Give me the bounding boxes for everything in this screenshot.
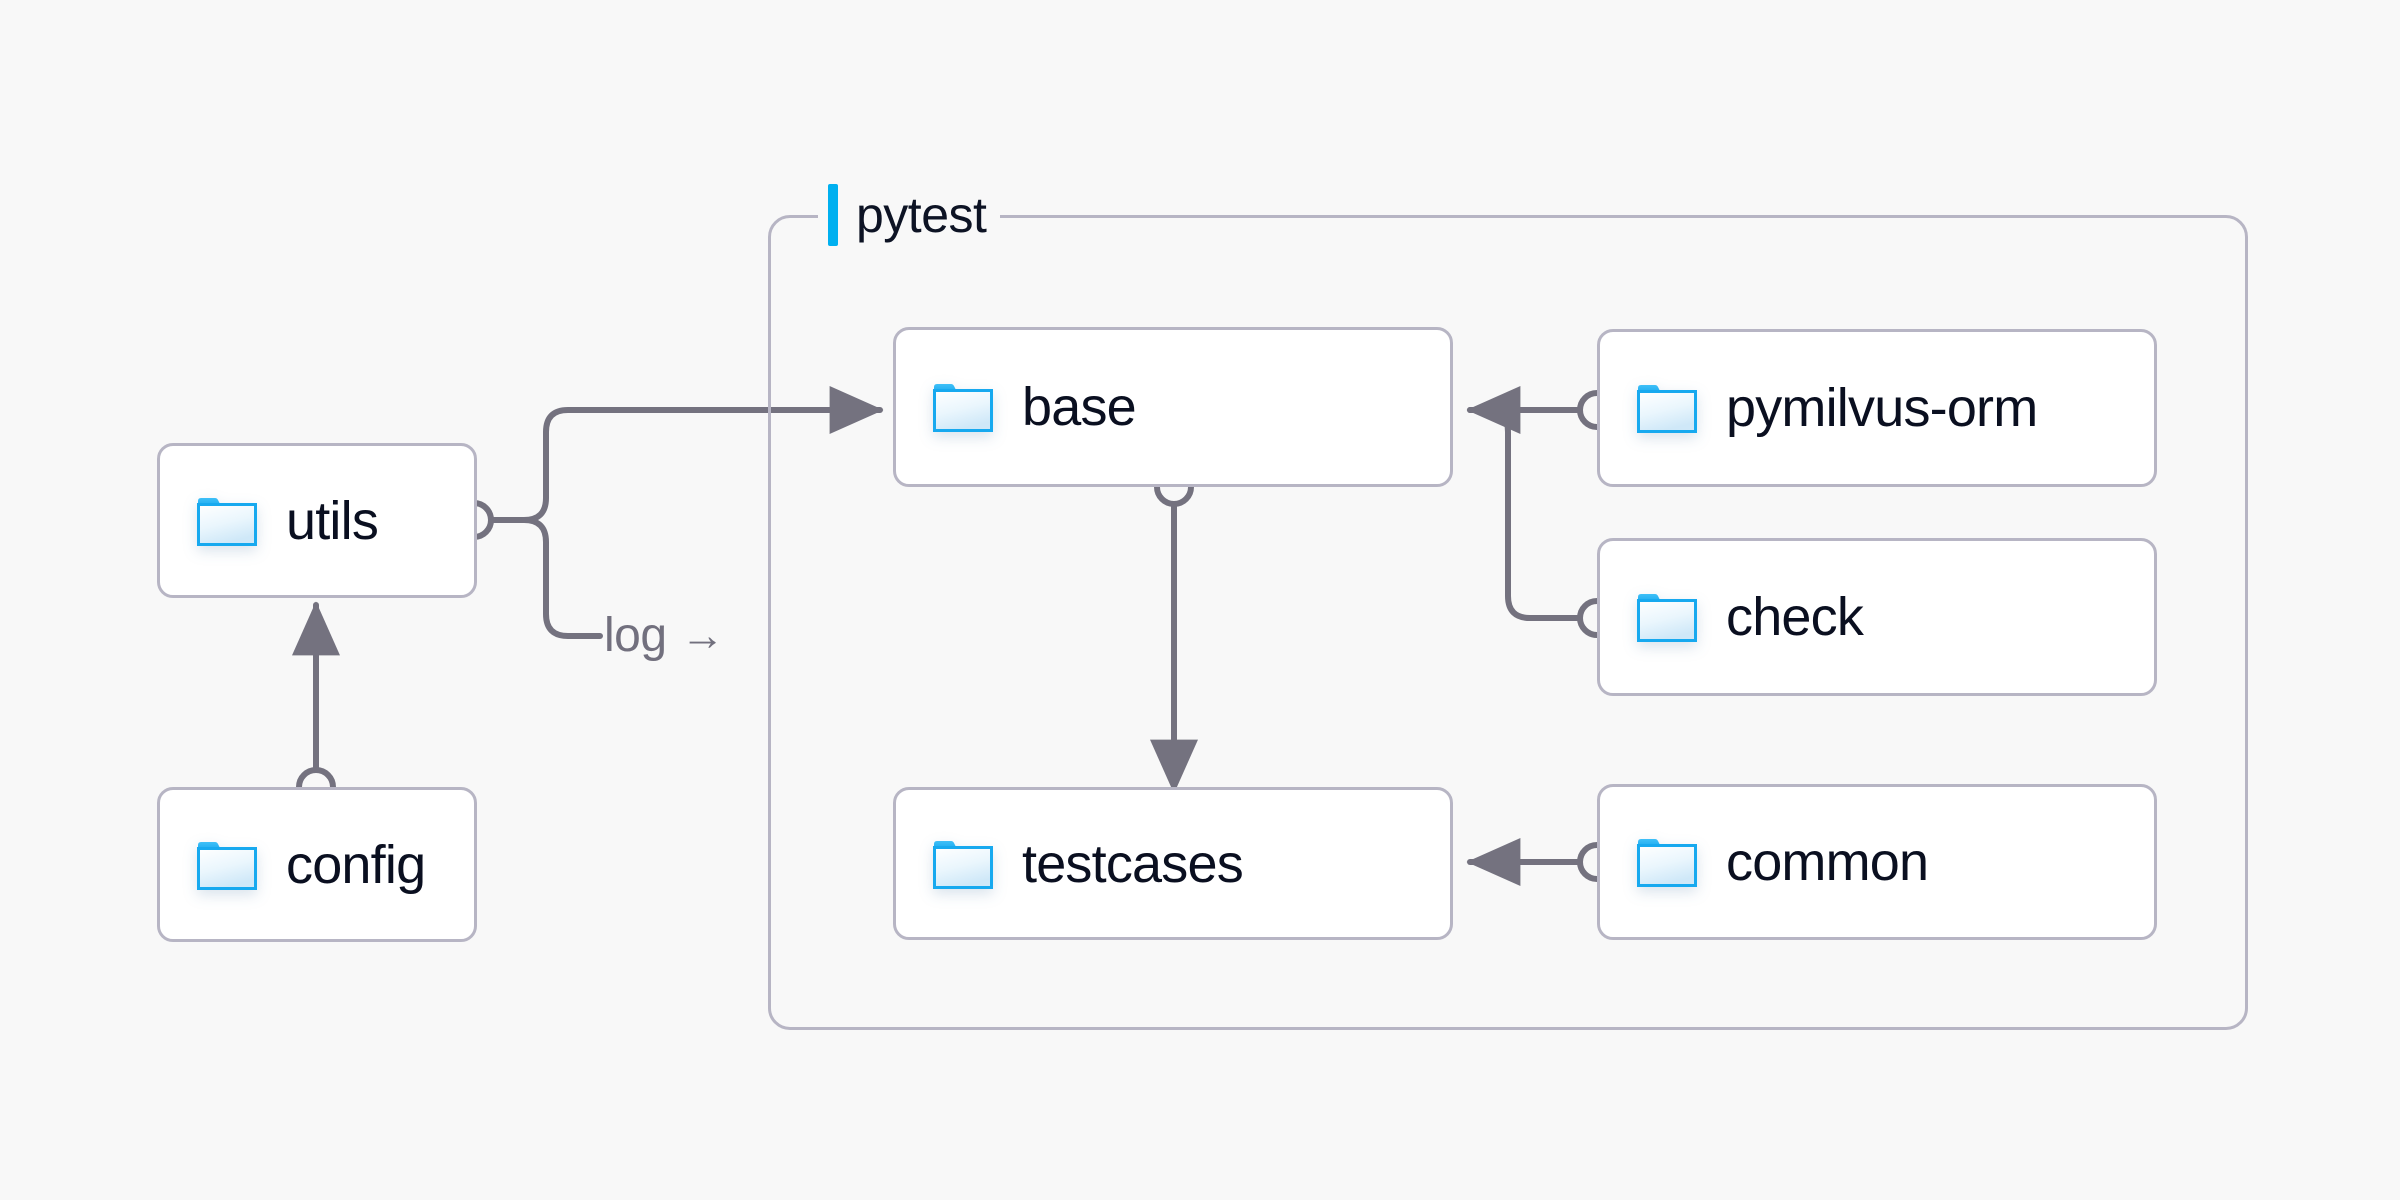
- node-label: common: [1726, 832, 1929, 892]
- folder-icon: [1637, 839, 1697, 887]
- node-config[interactable]: config: [157, 787, 477, 942]
- pytest-group-container[interactable]: [768, 215, 2248, 1030]
- arrow-right-icon: →: [680, 610, 725, 660]
- folder-icon: [197, 497, 257, 546]
- node-common[interactable]: common: [1597, 784, 2157, 940]
- pytest-group-label: pytest: [818, 183, 1001, 247]
- node-label: check: [1726, 587, 1864, 647]
- folder-icon: [933, 384, 993, 432]
- node-pymilvus-orm[interactable]: pymilvus-orm: [1597, 329, 2157, 487]
- node-base[interactable]: base: [893, 327, 1453, 487]
- node-label: config: [286, 834, 426, 895]
- node-testcases[interactable]: testcases: [893, 787, 1453, 940]
- node-label: base: [1022, 377, 1137, 437]
- group-accent-bar: [828, 184, 838, 246]
- node-label: testcases: [1022, 833, 1244, 894]
- edge-utils-to-log: [521, 517, 603, 639]
- group-title-text: pytest: [856, 187, 987, 243]
- node-label: pymilvus-orm: [1726, 378, 2038, 438]
- node-check[interactable]: check: [1597, 538, 2157, 696]
- folder-icon: [933, 840, 993, 889]
- edge-label-log-text: log: [604, 609, 667, 662]
- folder-icon: [197, 841, 257, 890]
- node-label: utils: [286, 490, 379, 551]
- folder-icon: [1637, 385, 1697, 433]
- edge-label-log: log →: [604, 608, 725, 663]
- folder-icon: [1637, 594, 1697, 642]
- node-utils[interactable]: utils: [157, 443, 477, 598]
